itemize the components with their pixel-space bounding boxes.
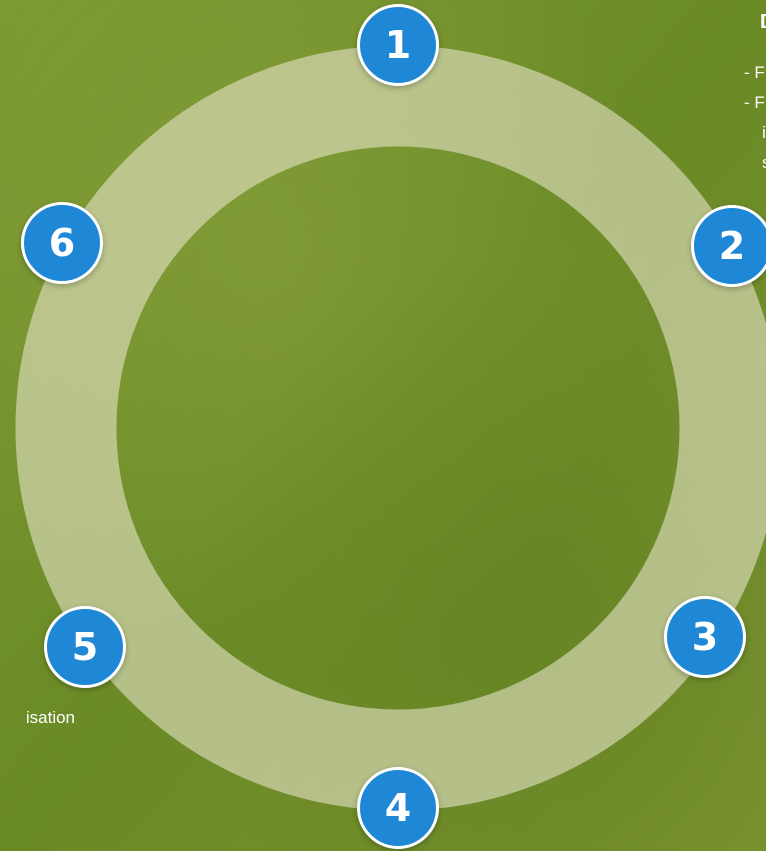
right-description-panel: D - F - F i s <box>744 10 766 178</box>
step-3-badge[interactable]: 3 <box>664 596 746 678</box>
step-1-badge[interactable]: 1 <box>357 4 439 86</box>
panel-line: s <box>762 148 766 178</box>
step-2-badge[interactable]: 2 <box>691 205 766 287</box>
step-4-badge[interactable]: 4 <box>357 767 439 849</box>
left-description-text: isation <box>26 708 75 728</box>
panel-heading: D <box>760 10 766 34</box>
panel-line: - F <box>744 58 766 88</box>
panel-line: i <box>762 118 766 148</box>
step-5-badge[interactable]: 5 <box>44 606 126 688</box>
panel-line: - F <box>744 88 766 118</box>
step-6-badge[interactable]: 6 <box>21 202 103 284</box>
